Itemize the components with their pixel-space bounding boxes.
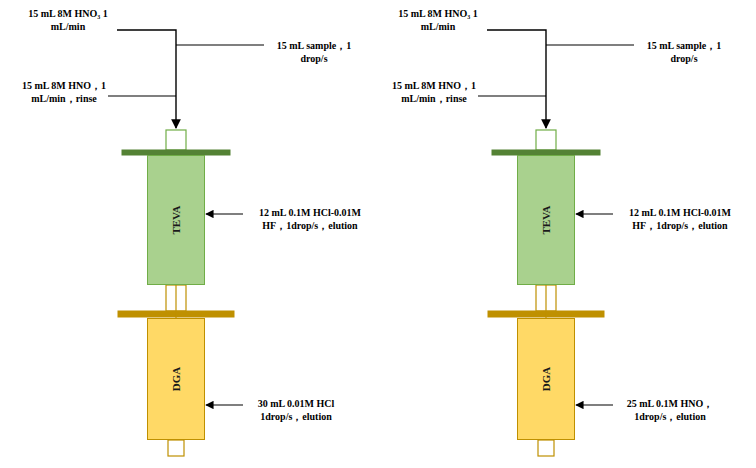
dga-cartridge: DGA [147, 318, 205, 440]
elution-arrow [206, 404, 243, 405]
elution-note: 12 mL 0.1M HCl-0.01M HF，1drop/s，elution [246, 207, 374, 232]
elution-note: 12 mL 0.1M HCl-0.01M HF，1drop/s，elution [616, 207, 744, 232]
cartridge-connection [175, 285, 176, 318]
reagent-note: 15 mL 8M HNO₃ 1 mL/min [18, 8, 118, 33]
outlet-nozzle [168, 440, 184, 456]
column-parts [478, 30, 634, 456]
reagent-note: 15 mL sample，1 drop/s [268, 40, 360, 65]
elution-note: 30 mL 0.01M HCl 1drop/s，elution [246, 398, 346, 423]
leader-line [478, 95, 546, 96]
column-parts [108, 30, 264, 456]
reagent-note: 15 mL 8M HNO，1 mL/min，rinse [18, 80, 110, 105]
cartridge-name: TEVA [540, 205, 552, 234]
outlet-nozzle [538, 440, 554, 456]
elution-arrow [576, 213, 613, 214]
feed-arrow [487, 30, 546, 128]
cartridge-name: DGA [540, 367, 552, 391]
elution-note: 25 mL 0.1M HNO，1drop/s，elution [616, 398, 724, 423]
cartridge-name: DGA [170, 367, 182, 391]
leader-line [546, 44, 634, 45]
reagent-note: 15 mL 8M HNO，1 mL/min，rinse [388, 80, 480, 105]
teva-cartridge: TEVA [517, 155, 575, 285]
inlet-cap [166, 130, 186, 150]
cartridge-name: TEVA [170, 205, 182, 234]
reagent-note: 15 mL 8M HNO₃ 1 mL/min [388, 8, 488, 33]
elution-arrow [576, 404, 613, 405]
teva-cartridge: TEVA [147, 155, 205, 285]
dga-cartridge: DGA [517, 318, 575, 440]
reagent-note: 15 mL sample，1 drop/s [638, 40, 730, 65]
leader-line [176, 44, 264, 45]
elution-arrow [206, 213, 243, 214]
feed-arrow [117, 30, 176, 128]
leader-line [108, 95, 176, 96]
cartridge-connection [545, 285, 546, 318]
inlet-cap [536, 130, 556, 150]
